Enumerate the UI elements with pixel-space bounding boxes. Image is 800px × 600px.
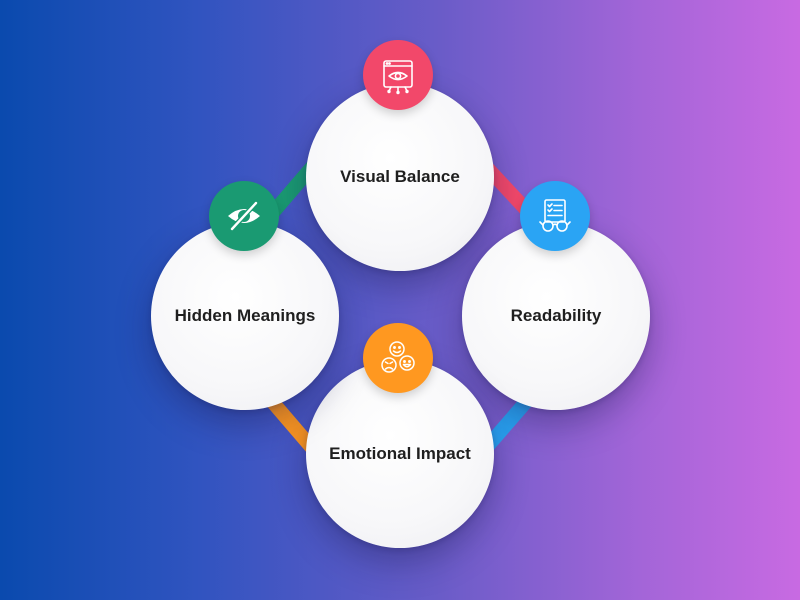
faces-icon: [381, 341, 415, 373]
eye-browser-icon: [383, 60, 413, 95]
badge-emotional-impact: [363, 323, 433, 393]
badge-visual-balance: [363, 40, 433, 110]
node-label: Hidden Meanings: [174, 306, 316, 325]
node-label: Emotional Impact: [329, 444, 471, 463]
badge-hidden-meanings: [209, 181, 279, 251]
badge-readability: [520, 181, 590, 251]
node-label: Readability: [510, 306, 602, 325]
node-readability: Readability: [462, 222, 650, 410]
node-label: Visual Balance: [340, 167, 460, 186]
node-visual-balance: Visual Balance: [306, 83, 494, 271]
node-hidden-meanings: Hidden Meanings: [151, 222, 339, 410]
eye-slash-icon: [228, 200, 260, 232]
document-glasses-icon: [539, 199, 571, 232]
